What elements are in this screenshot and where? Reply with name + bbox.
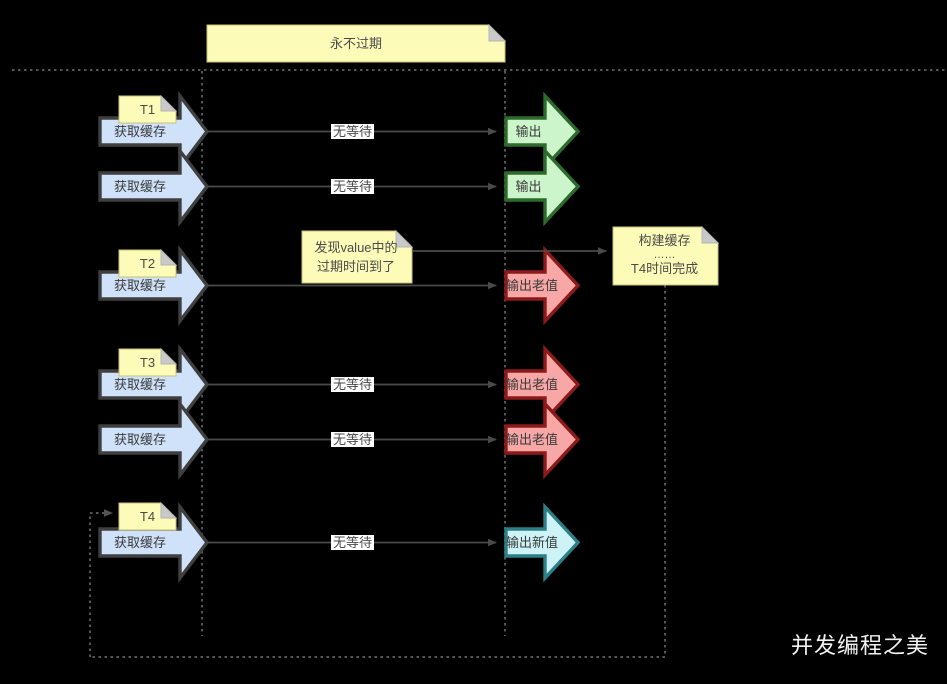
- thread-t1-output-arrows: [504, 91, 581, 227]
- expire-note-shape: [301, 229, 414, 284]
- thread-t4-shapes: [98, 501, 581, 584]
- title-note-shape: [206, 23, 507, 63]
- thread-t1-connectors: [207, 127, 497, 191]
- thread-sticky-notes: [118, 94, 178, 531]
- lane-guides: [12, 69, 946, 636]
- feedback-dashed-route: [89, 285, 666, 658]
- watermark-text: 并发编程之美: [790, 633, 929, 658]
- thread-t3-shapes: [98, 343, 581, 481]
- watermark: 并发编程之美: [791, 628, 929, 660]
- thread-t2-shapes: [98, 244, 581, 327]
- build-note-shape: [612, 225, 720, 286]
- thread-t1-request-arrows: [98, 90, 210, 228]
- wechat-icon: [791, 628, 947, 684]
